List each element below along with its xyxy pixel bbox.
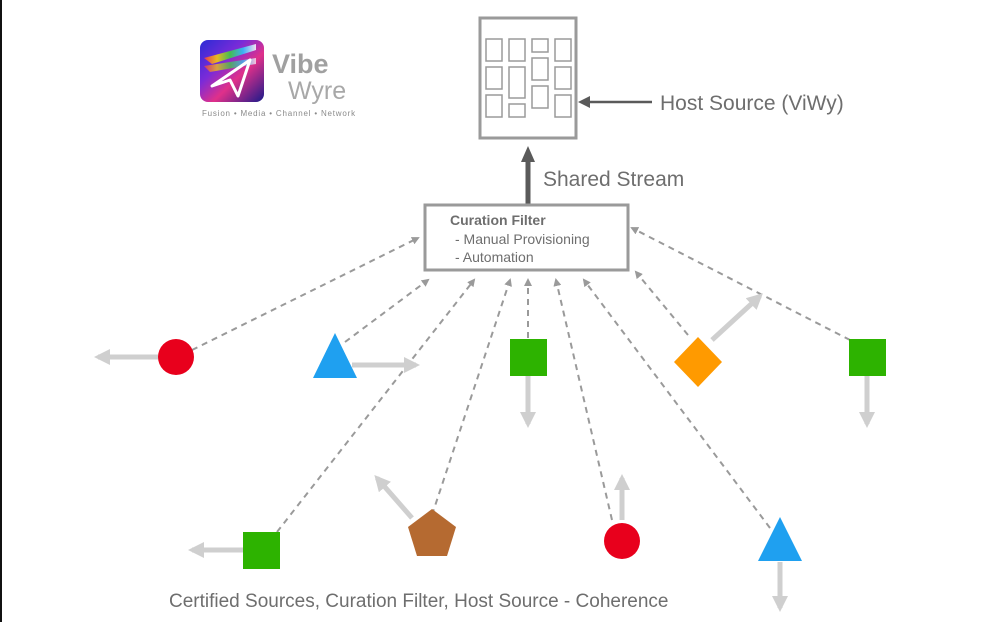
shared-stream-label: Shared Stream [543,168,684,191]
diagram-caption: Certified Sources, Curation Filter, Host… [169,591,669,612]
blue-triangle-icon [313,333,357,378]
host-source-label: Host Source (ViWy) [660,92,844,115]
connector-red-circle-bottom [553,278,613,521]
filter-line-manual: - Manual Provisioning [455,231,590,247]
green-square-icon [849,339,886,376]
connector-green-square-right [630,227,851,341]
arrow-orange-diamond-up-right [710,293,763,342]
host-source-document-icon [478,16,578,140]
left-edge-rule [0,0,2,622]
connector-green-square-bottom-left [276,278,476,533]
curation-filter-box: Curation Filter - Manual Provisioning - … [423,203,630,272]
connector-red-circle-left [191,237,420,351]
brand-name-line2: Wyre [288,77,346,105]
blue-triangle-icon [758,517,802,561]
red-circle-icon [158,339,194,375]
connector-blue-triangle-bottom-right [582,278,771,529]
connector-blue-triangle-left [344,278,430,343]
orange-diamond-icon [674,337,722,387]
filter-title: Curation Filter [450,212,546,228]
vibewyre-logo: Vibe Wyre Fusion • Media • Channel • Net… [200,40,356,118]
arrow-brown-pentagon-up-left [374,474,414,520]
outward-arrows [94,293,875,612]
green-square-icon [243,532,280,569]
brand-tagline: Fusion • Media • Channel • Network [202,109,356,118]
red-circle-icon [604,523,640,559]
green-square-icon [510,339,547,376]
brown-pentagon-icon [408,509,456,556]
brand-name-line1: Vibe [272,49,329,79]
dashed-connectors [191,227,851,533]
filter-line-automation: - Automation [455,249,534,265]
connector-brown-pentagon [431,278,512,516]
connector-orange-diamond [634,270,689,336]
